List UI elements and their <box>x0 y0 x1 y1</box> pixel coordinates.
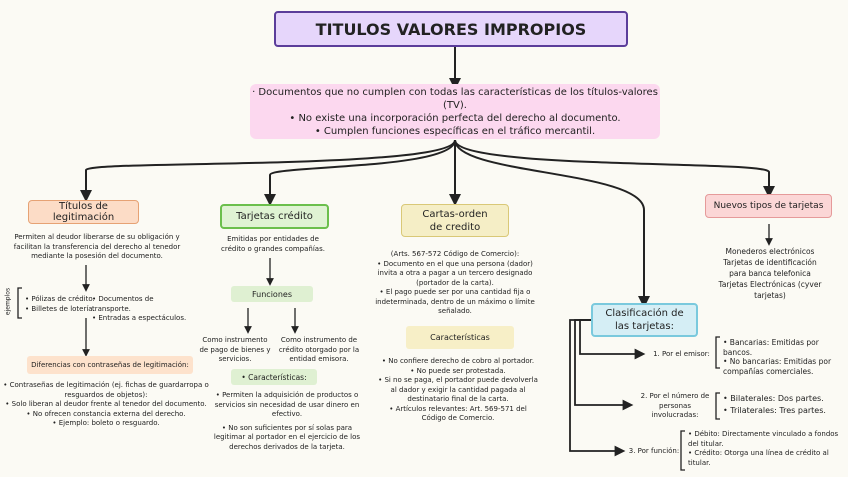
col4-c3-bracket <box>680 430 685 471</box>
diff-item: • Solo liberan al deudor frente al tened… <box>5 400 207 408</box>
col4-c3-label: 3. Por función: <box>628 447 680 455</box>
col4-header: Clasificación de las tarjetas: <box>591 303 698 337</box>
example-item: • Documentos de transporte. <box>92 295 154 313</box>
example-item: • Billetes de lotería. <box>25 304 95 313</box>
col3-description: (Arts. 567-572 Código de Comercio): • Do… <box>375 250 535 317</box>
page-title: TITULOS VALORES IMPROPIOS <box>274 11 628 47</box>
branch-col4 <box>454 139 650 308</box>
class-item: • Crédito: Otorga una línea de crédito a… <box>688 449 829 467</box>
branch-col2 <box>264 139 456 206</box>
col3-caract-header: Características <box>406 326 514 349</box>
col2-caract-list: • Permiten la adquisición de productos o… <box>212 391 362 452</box>
col4-c1-label: 1. Por el emisor: <box>653 350 710 358</box>
col2-caract-header: • Características: <box>231 369 317 385</box>
col2-func-right: Como instrumento de crédito otorgado por… <box>278 336 360 363</box>
col5-description: Monederos electrónicos Tarjetas de ident… <box>714 246 826 301</box>
caract-item: • Permiten la adquisición de productos o… <box>214 391 360 418</box>
col4-c1-bracket <box>715 336 720 369</box>
intro-line-3: • Cumplen funciones específicas en el tr… <box>314 125 596 137</box>
branch-col5 <box>454 139 775 198</box>
col2-funciones: Funciones <box>231 286 313 302</box>
col3-header: Cartas-orden de credito <box>401 204 509 237</box>
class-item: • Débito: Directamente vinculado a fondo… <box>688 430 839 448</box>
desc-item: (Arts. 567-572 Código de Comercio): <box>390 250 520 258</box>
col1-diff-list: • Contraseñas de legitimación (ej. ficha… <box>2 381 210 429</box>
class-item: • Bancarias: Emitidas por bancos. <box>723 338 819 357</box>
caract-item: • Si no se paga, el portador puede devol… <box>378 376 538 403</box>
col4-c1-items: • Bancarias: Emitidas por bancos. • No b… <box>723 338 843 376</box>
class-item: • Trilaterales: Tres partes. <box>723 406 826 415</box>
col1-diff-header: Diferencias con contraseñas de legitimac… <box>27 356 193 374</box>
intro-line-1: · Documentos que no cumplen con todas la… <box>252 86 658 111</box>
desc-item: Tarjetas de identificación para banca te… <box>723 258 817 278</box>
desc-item: • Documento en el que una persona (dador… <box>377 259 533 287</box>
intro-box: · Documentos que no cumplen con todas la… <box>250 84 660 139</box>
col1-ejemplos-bracket <box>17 287 22 319</box>
caract-item: • Artículos relevantes: Art. 569-571 del… <box>389 404 527 423</box>
col3-caract-list: • No confiere derecho de cobro al portad… <box>378 357 538 424</box>
col4-c3-arrow <box>569 319 626 457</box>
class-item: • No bancarias: Emitidas por compañías c… <box>723 357 832 376</box>
col4-c2-label: 2. Por el número de personas involucrada… <box>640 392 710 419</box>
col4-c2-items: • Bilaterales: Dos partes. • Trilaterale… <box>723 393 843 417</box>
col2-header: Tarjetas crédito <box>220 204 329 229</box>
col1-header: Títulos de legitimación <box>28 200 139 224</box>
col1-description: Permiten al deudor liberarse de su oblig… <box>13 233 181 260</box>
col2-description: Emitidas por entidades de crédito o gran… <box>221 235 325 253</box>
example-item: • Pólizas de crédito. <box>25 295 95 303</box>
col1-examples-left: • Pólizas de crédito. • Billetes de lote… <box>25 295 95 314</box>
desc-item: • El pago puede ser por una cantidad fij… <box>375 288 535 315</box>
desc-item: Monederos electrónicos <box>725 247 815 256</box>
ejemplos-label: ejemplos <box>4 287 12 316</box>
col1-examples-right: • Documentos de transporte. • Entradas a… <box>92 295 192 324</box>
branch-col1 <box>80 139 456 202</box>
diff-item: • Ejemplo: boleto o resguardo. <box>52 419 160 427</box>
diff-item: • No ofrecen constancia externa del dere… <box>26 409 186 418</box>
col2-func-left: Como instrumento de pago de bienes y ser… <box>199 336 271 363</box>
col4-c3-items: • Débito: Directamente vinculado a fondo… <box>688 430 843 468</box>
col4-c2-bracket <box>715 392 720 420</box>
desc-item: Tarjetas Electrónicas (cyver tarjetas) <box>718 280 822 300</box>
caract-item: • No puede ser protestada. <box>410 366 506 375</box>
caract-item: • No son suficientes por sí solas para l… <box>213 423 361 451</box>
diff-item: • Contraseñas de legitimación (ej. ficha… <box>3 381 209 399</box>
example-item: • Entradas a espectáculos. <box>92 314 187 322</box>
col5-header: Nuevos tipos de tarjetas <box>705 194 832 218</box>
caract-item: • No confiere derecho de cobro al portad… <box>381 357 535 365</box>
class-item: • Bilaterales: Dos partes. <box>723 394 824 403</box>
intro-line-2: • No existe una incorporación perfecta d… <box>289 112 621 124</box>
